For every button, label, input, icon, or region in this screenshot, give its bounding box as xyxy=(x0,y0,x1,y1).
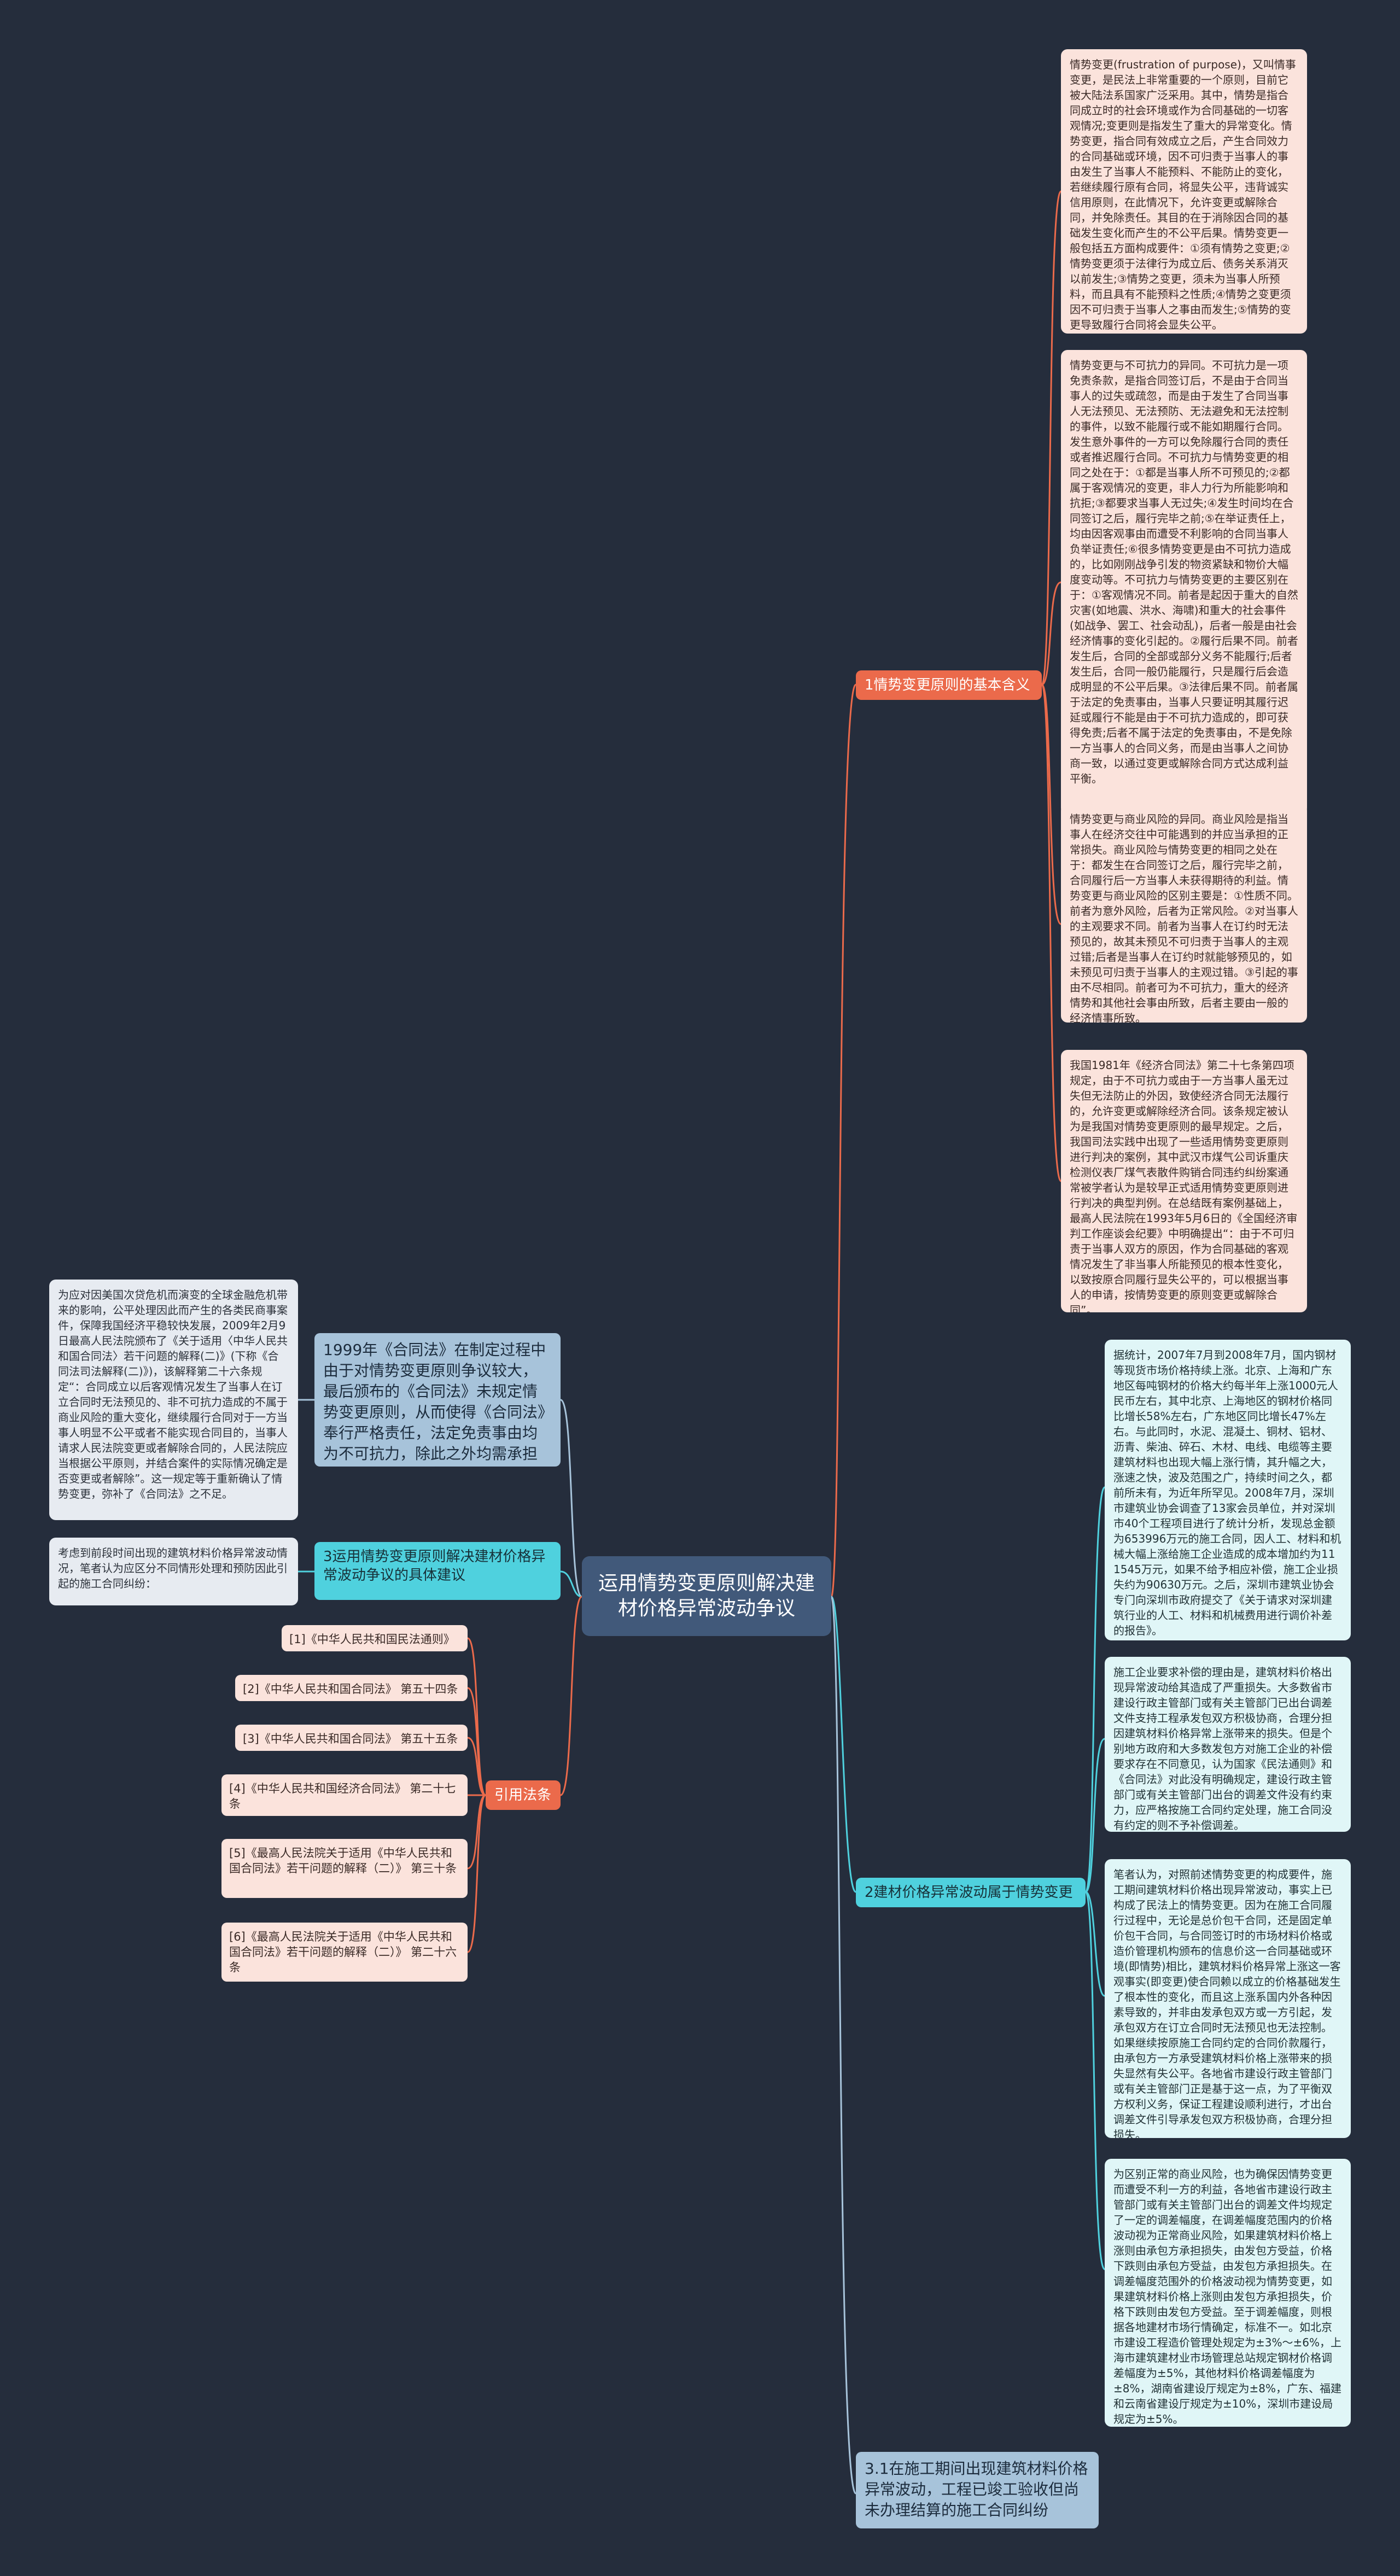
ref-item-1[interactable]: [1]《中华人民共和国民法通则》 xyxy=(282,1625,468,1651)
ref-item-3[interactable]: [3]《中华人民共和国合同法》 第五十五条 xyxy=(235,1725,468,1751)
leaf-suggestion-intro[interactable]: 考虑到前段时间出现的建筑材料价格异常波动情况，笔者认为应区分不同情形处理和预防因… xyxy=(49,1538,298,1605)
ref-item-2-text: [2]《中华人民共和国合同法》 第五十四条 xyxy=(243,1683,458,1696)
central-topic-label: 运用情势变更原则解决建材价格异常波动争议 xyxy=(598,1572,815,1620)
leaf-price-statistics[interactable]: 据统计，2007年7月到2008年7月，国内钢材等现货市场价格持续上涨。北京、上… xyxy=(1105,1340,1351,1640)
ref-item-5[interactable]: [5]《最高人民法院关于适用《中华人民共和国合同法》若干问题的解释（二）》 第三… xyxy=(221,1839,468,1898)
branch-basic-meaning[interactable]: 1情势变更原则的基本含义 xyxy=(856,670,1042,700)
branch-specific-suggestions-label: 3运用情势变更原则解决建材价格异常波动争议的具体建议 xyxy=(323,1549,546,1584)
leaf-china-law-history-text: 我国1981年《经济合同法》第二十七条第四项规定，由于不可抗力或由于一方当事人虽… xyxy=(1070,1059,1298,1312)
ref-item-6[interactable]: [6]《最高人民法院关于适用《中华人民共和国合同法》若干问题的解释（二）》 第二… xyxy=(221,1923,468,1982)
link-center-refs xyxy=(560,1596,582,1796)
ref-item-5-text: [5]《最高人民法院关于适用《中华人民共和国合同法》若干问题的解释（二）》 第三… xyxy=(229,1847,457,1875)
ref-item-6-text: [6]《最高人民法院关于适用《中华人民共和国合同法》若干问题的解释（二）》 第二… xyxy=(229,1930,457,1974)
leaf-adjustment-range-text: 为区别正常的商业风险，也为确保因情势变更而遭受不利一方的利益，各地省市建设行政主… xyxy=(1113,2168,1341,2426)
leaf-judicial-interpretation-text: 为应对因美国次贷危机而演变的全球金融危机带来的影响，公平处理因此而产生的各类民商… xyxy=(58,1288,288,1500)
leaf-force-majeure-text: 情势变更与不可抗力的异同。不可抗力是一项免责条款，是指合同签订后，不是由于合同当… xyxy=(1070,359,1298,785)
leaf-definition-text: 情势变更(frustration of purpose)，又叫情事变更，是民法上… xyxy=(1070,58,1296,331)
link-b1-leaf2 xyxy=(1041,581,1061,686)
link-ref1 xyxy=(467,1637,487,1796)
link-b1-leaf3 xyxy=(1041,684,1062,925)
leaf-compensation-reason-text: 施工企业要求补偿的理由是，建筑材料价格出现异常波动给其造成了严重损失。大多数省市… xyxy=(1113,1666,1332,1832)
leaf-adjustment-range[interactable]: 为区别正常的商业风险，也为确保因情势变更而遭受不利一方的利益，各地省市建设行政主… xyxy=(1105,2159,1351,2427)
ref-item-4-text: [4]《中华人民共和国经济合同法》 第二十七条 xyxy=(229,1782,456,1810)
link-b2-leaf3 xyxy=(1085,1891,1105,1997)
leaf-commercial-risk[interactable]: 情势变更与商业风险的异同。商业风险是指当事人在经济交往中可能遇到的并应当承担的正… xyxy=(1061,804,1307,1023)
link-b2-leaf1 xyxy=(1084,1486,1106,1893)
branch-dispute-case[interactable]: 3.1在施工期间出现建筑材料价格异常波动，工程已竣工验收但尚未办理结算的施工合同… xyxy=(856,2452,1099,2528)
link-b2-leaf2 xyxy=(1084,1738,1105,1893)
branch-dispute-case-label: 3.1在施工期间出现建筑材料价格异常波动，工程已竣工验收但尚未办理结算的施工合同… xyxy=(865,2460,1088,2519)
link-center-hist xyxy=(560,1399,582,1598)
link-b1-leaf1 xyxy=(1041,190,1062,686)
ref-item-2[interactable]: [2]《中华人民共和国合同法》 第五十四条 xyxy=(235,1675,468,1701)
branch-cited-laws[interactable]: 引用法条 xyxy=(486,1780,561,1810)
branch-cited-laws-label: 引用法条 xyxy=(494,1787,552,1803)
link-center-b31 xyxy=(830,1596,857,2495)
link-ref2 xyxy=(467,1687,486,1796)
ref-item-1-text: [1]《中华人民共和国民法通则》 xyxy=(289,1633,455,1646)
branch-price-fluctuation-label: 2建材价格异常波动属于情势变更 xyxy=(865,1884,1073,1901)
link-center-b3 xyxy=(560,1570,582,1598)
leaf-price-statistics-text: 据统计，2007年7月到2008年7月，国内钢材等现货市场价格持续上涨。北京、上… xyxy=(1113,1348,1341,1637)
link-ref6 xyxy=(467,1794,487,1953)
leaf-judicial-interpretation[interactable]: 为应对因美国次贷危机而演变的全球金融危机带来的影响，公平处理因此而产生的各类民商… xyxy=(49,1280,298,1520)
branch-price-fluctuation[interactable]: 2建材价格异常波动属于情势变更 xyxy=(856,1878,1086,1907)
central-topic[interactable]: 运用情势变更原则解决建材价格异常波动争议 xyxy=(582,1556,831,1636)
ref-item-4[interactable]: [4]《中华人民共和国经济合同法》 第二十七条 xyxy=(221,1774,468,1816)
link-ref5 xyxy=(467,1794,486,1870)
branch-basic-meaning-label: 1情势变更原则的基本含义 xyxy=(865,677,1030,693)
leaf-suggestion-intro-text: 考虑到前段时间出现的建筑材料价格异常波动情况，笔者认为应区分不同情形处理和预防因… xyxy=(58,1546,288,1590)
link-center-b1 xyxy=(830,684,857,1598)
leaf-author-opinion-text: 笔者认为，对照前述情势变更的构成要件，施工期间建筑材料价格出现异常波动，事实上已… xyxy=(1113,1868,1341,2138)
leaf-author-opinion[interactable]: 笔者认为，对照前述情势变更的构成要件，施工期间建筑材料价格出现异常波动，事实上已… xyxy=(1105,1859,1351,2138)
leaf-force-majeure[interactable]: 情势变更与不可抗力的异同。不可抗力是一项免责条款，是指合同签订后，不是由于合同当… xyxy=(1061,350,1307,815)
branch-contract-law-history[interactable]: 1999年《合同法》在制定过程中由于对情势变更原则争议较大，最后颁布的《合同法》… xyxy=(314,1333,561,1467)
link-b2-leaf4 xyxy=(1084,1891,1106,2270)
ref-item-3-text: [3]《中华人民共和国合同法》 第五十五条 xyxy=(243,1732,458,1745)
branch-specific-suggestions[interactable]: 3运用情势变更原则解决建材价格异常波动争议的具体建议 xyxy=(314,1542,561,1600)
leaf-definition[interactable]: 情势变更(frustration of purpose)，又叫情事变更，是民法上… xyxy=(1061,49,1307,334)
leaf-china-law-history[interactable]: 我国1981年《经济合同法》第二十七条第四项规定，由于不可抗力或由于一方当事人虽… xyxy=(1061,1050,1307,1312)
branch-contract-law-history-label: 1999年《合同法》在制定过程中由于对情势变更原则争议较大，最后颁布的《合同法》… xyxy=(323,1341,546,1467)
leaf-compensation-reason[interactable]: 施工企业要求补偿的理由是，建筑材料价格出现异常波动给其造成了严重损失。大多数省市… xyxy=(1105,1657,1351,1832)
leaf-commercial-risk-text: 情势变更与商业风险的异同。商业风险是指当事人在经济交往中可能遇到的并应当承担的正… xyxy=(1070,813,1298,1023)
link-ref3 xyxy=(467,1737,486,1796)
link-b1-leaf4 xyxy=(1041,684,1062,1182)
link-center-b2 xyxy=(830,1596,857,1893)
